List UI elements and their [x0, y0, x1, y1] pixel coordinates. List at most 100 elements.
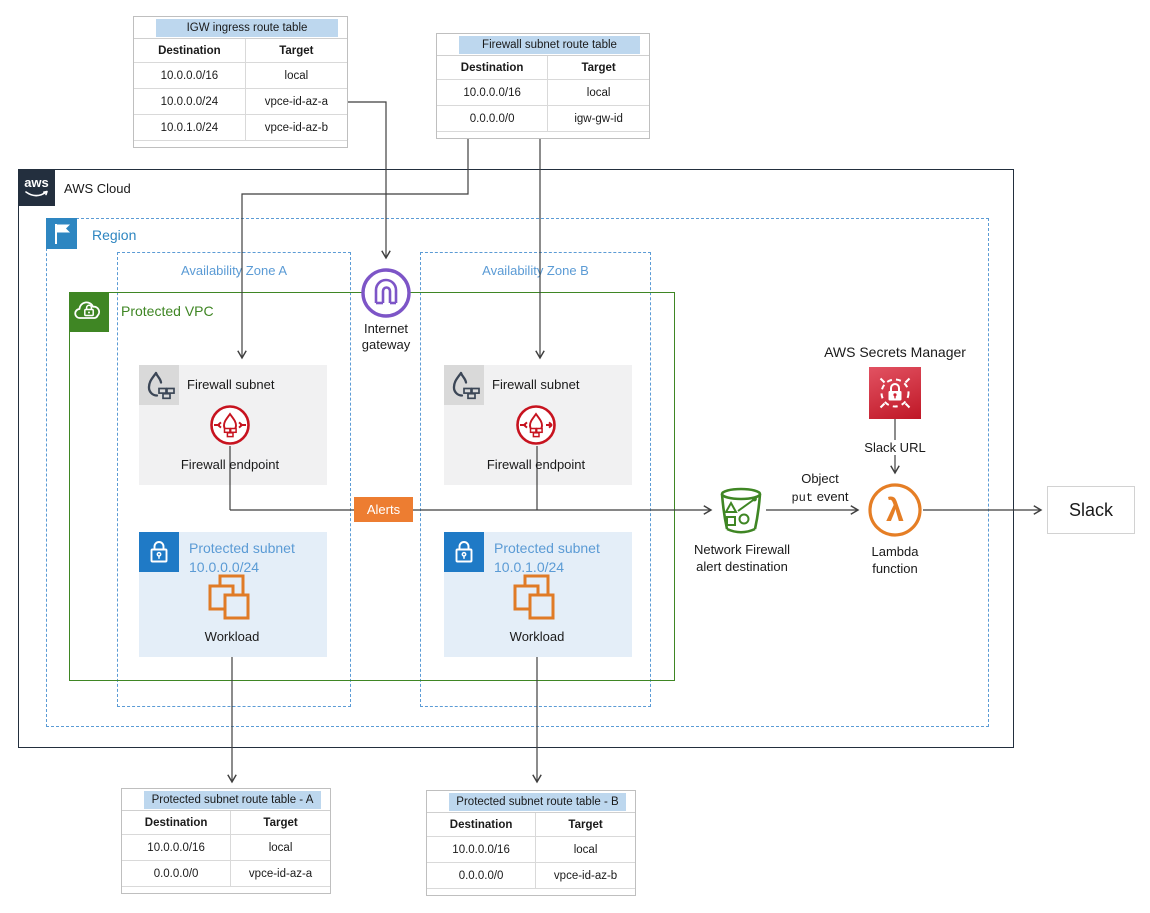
route-table-row: 0.0.0.0/0 vpce-id-az-a — [122, 861, 330, 887]
route-table-cell: Target — [535, 813, 635, 836]
route-table-cell: Destination — [460, 61, 524, 74]
object-put-event-line2: put event — [770, 488, 870, 507]
firewall-endpoint-a-icon — [209, 404, 251, 446]
route-table-footer-pad — [134, 141, 347, 147]
route-table-title-row: Protected subnet route table - B — [427, 791, 635, 813]
object-put-event-label: Object put event — [770, 470, 870, 507]
route-table-row: 10.0.0.0/16 local — [427, 837, 635, 863]
internet-gateway-icon — [360, 267, 412, 319]
event-text: event — [813, 489, 849, 504]
route-table-row: 10.0.0.0/16 local — [134, 63, 347, 89]
route-table-footer-pad — [437, 132, 649, 138]
route-table-title-row: Firewall subnet route table — [437, 34, 649, 56]
workload-a-label: Workload — [204, 629, 260, 644]
firewall-endpoint-a-label: Firewall endpoint — [180, 457, 280, 472]
object-put-event-line1: Object — [801, 471, 839, 486]
route-table-cell: vpce-id-az-a — [230, 861, 330, 886]
route-table-footer-pad — [427, 889, 635, 895]
slack-url-label: Slack URL — [855, 440, 935, 455]
route-table-row: 0.0.0.0/0 vpce-id-az-b — [427, 863, 635, 889]
protected-vpc-label: Protected VPC — [121, 303, 214, 319]
region-container — [46, 218, 989, 727]
protected-subnet-lock-icon — [444, 532, 484, 572]
lambda-function-icon: λ — [867, 482, 923, 538]
route-table-cell: Destination — [449, 818, 513, 831]
firewall-subnet-b-label: Firewall subnet — [492, 377, 580, 392]
aws-logo-text: aws — [24, 175, 49, 190]
route-table-cell: Target — [244, 39, 347, 62]
route-table-cell: Target — [230, 811, 330, 834]
internet-gateway-label-line2: gateway — [361, 337, 411, 352]
firewall-endpoint-b-label: Firewall endpoint — [486, 457, 586, 472]
route-table-cell: vpce-id-az-b — [244, 115, 347, 140]
route-table-title: Protected subnet route table - B — [449, 793, 626, 811]
protected-subnet-b-cidr: 10.0.1.0/24 — [494, 559, 565, 575]
route-table-cell: Destination — [158, 44, 221, 57]
bucket-label-line2: alert destination — [696, 559, 788, 574]
route-table-cell: local — [547, 80, 649, 105]
lambda-label-line1: Lambda — [871, 544, 919, 559]
protected-subnet-route-table-b: Protected subnet route table - B Destina… — [426, 790, 636, 896]
route-table-header-row: Destination Target — [134, 39, 347, 63]
route-table-cell: 10.0.0.0/16 — [452, 843, 510, 856]
lambda-glyph: λ — [886, 492, 904, 528]
bucket-label-line1: Network Firewall — [693, 542, 791, 557]
lambda-function-label: Lambda function — [855, 543, 935, 577]
workload-b-label: Workload — [509, 629, 565, 644]
route-table-cell: Target — [547, 56, 649, 79]
lambda-label-line2: function — [872, 561, 918, 576]
arrow-igw-table-to-internet-gateway — [348, 101, 391, 260]
protected-subnet-lock-icon — [139, 532, 179, 572]
protected-subnet-route-table-a: Protected subnet route table - A Destina… — [121, 788, 331, 894]
slack-label: Slack — [1068, 499, 1113, 520]
route-table-cell: vpce-id-az-b — [535, 863, 635, 888]
region-flag-icon — [46, 218, 77, 249]
route-table-cell: local — [535, 837, 635, 862]
route-table-row: 10.0.0.0/16 local — [122, 835, 330, 861]
route-table-title: IGW ingress route table — [156, 19, 338, 37]
route-table-cell: vpce-id-az-a — [244, 89, 347, 114]
route-table-cell: 10.0.0.0/16 — [160, 69, 219, 82]
firewall-endpoint-b-icon — [515, 404, 557, 446]
secrets-manager-label: AWS Secrets Manager — [824, 344, 966, 360]
route-table-cell: 0.0.0.0/0 — [469, 112, 515, 125]
workload-a-icon — [207, 574, 257, 620]
route-table-cell: local — [230, 835, 330, 860]
availability-zone-b-container: Availability Zone B — [420, 252, 651, 707]
route-table-title-row: Protected subnet route table - A — [122, 789, 330, 811]
arrow-fw-table-to-firewall-subnet-a — [237, 136, 469, 360]
route-table-cell: 0.0.0.0/0 — [458, 869, 504, 882]
protected-subnet-a-label-line1: Protected subnet — [189, 540, 295, 556]
route-table-title: Protected subnet route table - A — [144, 791, 321, 809]
route-table-row: 10.0.1.0/24 vpce-id-az-b — [134, 115, 347, 141]
route-table-cell: 0.0.0.0/0 — [153, 867, 199, 880]
route-table-header-row: Destination Target — [437, 56, 649, 80]
aws-cloud-container — [18, 169, 1014, 748]
firewall-subnet-icon — [444, 365, 484, 405]
internet-gateway-label: Internet gateway — [346, 321, 426, 353]
availability-zone-a-label: Availability Zone A — [181, 263, 287, 278]
s3-bucket-icon — [717, 486, 766, 538]
protected-subnet-a-cidr: 10.0.0.0/24 — [189, 559, 260, 575]
route-table-header-row: Destination Target — [427, 813, 635, 837]
slack-node: Slack — [1047, 486, 1135, 534]
protected-subnet-b-label: Protected subnet 10.0.1.0/24 — [494, 539, 600, 577]
firewall-subnet-route-table: Firewall subnet route table Destination T… — [436, 33, 650, 139]
firewall-subnet-a-label: Firewall subnet — [187, 377, 275, 392]
vpc-cloud-lock-icon — [69, 292, 109, 332]
availability-zone-b-label: Availability Zone B — [482, 263, 589, 278]
route-table-cell: 10.0.0.0/16 — [147, 841, 205, 854]
aws-logo-icon: aws — [18, 169, 55, 206]
route-table-cell: 10.0.1.0/24 — [160, 121, 219, 134]
secrets-manager-icon — [869, 367, 921, 419]
protected-subnet-b-label-line1: Protected subnet — [494, 540, 600, 556]
route-table-cell: local — [244, 63, 347, 88]
route-table-title: Firewall subnet route table — [459, 36, 640, 54]
route-table-cell: 10.0.0.0/24 — [160, 95, 219, 108]
bucket-label: Network Firewall alert destination — [672, 541, 812, 575]
